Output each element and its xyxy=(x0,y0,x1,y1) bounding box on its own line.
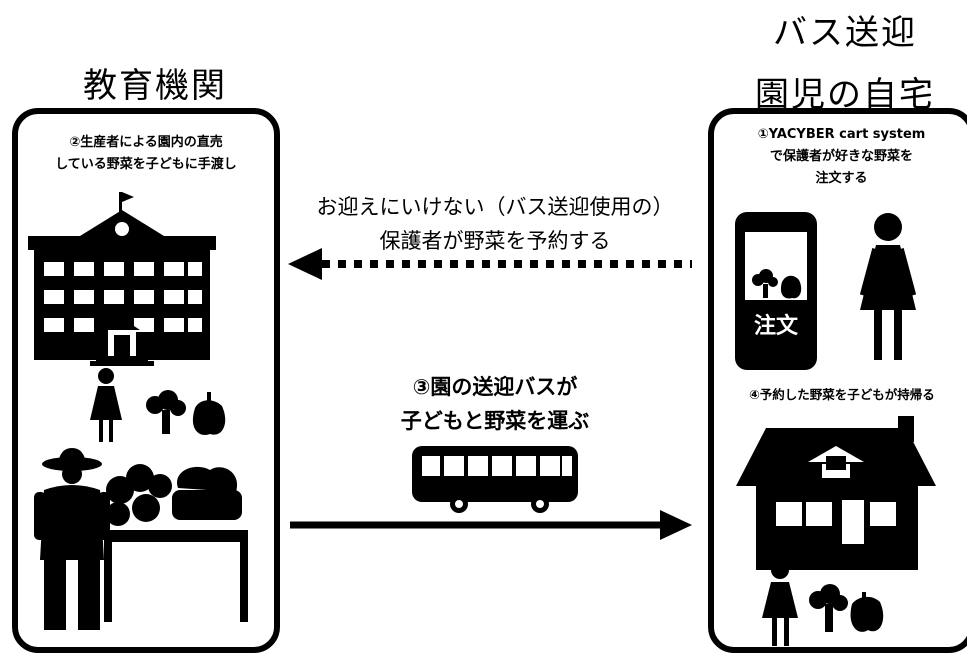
top-arrow-line2: 保護者が野菜を予約する xyxy=(379,229,611,253)
step4-caption: ④予約した野菜を子どもが持帰る xyxy=(749,387,935,402)
bottom-arrow-line1: ③園の送迎バスが xyxy=(412,375,578,399)
bottom-arrow-line2: 子どもと野菜を運ぶ xyxy=(400,409,590,433)
right-title-line1: バス送迎 xyxy=(773,13,917,53)
right-caption: ①YACYBER cart system で保護者が好きな野菜を 注文する xyxy=(714,124,967,190)
right-caption-line2: で保護者が好きな野菜を xyxy=(769,149,913,164)
bottom-arrow-label: ③園の送迎バスが 子どもと野菜を運ぶ xyxy=(290,370,700,438)
left-caption-line1: ②生産者による園内の直売 xyxy=(69,135,223,150)
right-caption-line1: ①YACYBER cart system xyxy=(757,127,926,142)
right-caption-line3: 注文する xyxy=(815,171,868,186)
left-caption-line2: している野菜を子どもに手渡し xyxy=(55,157,237,172)
left-title: 教育機関 xyxy=(83,66,227,106)
top-arrow-line1: お迎えにいけない（バス送迎使用の） xyxy=(316,195,674,219)
top-arrow-label: お迎えにいけない（バス送迎使用の） 保護者が野菜を予約する xyxy=(290,190,700,258)
phone-label: 注文 xyxy=(753,314,798,339)
left-caption: ②生産者による園内の直売 している野菜を子どもに手渡し xyxy=(20,132,272,176)
